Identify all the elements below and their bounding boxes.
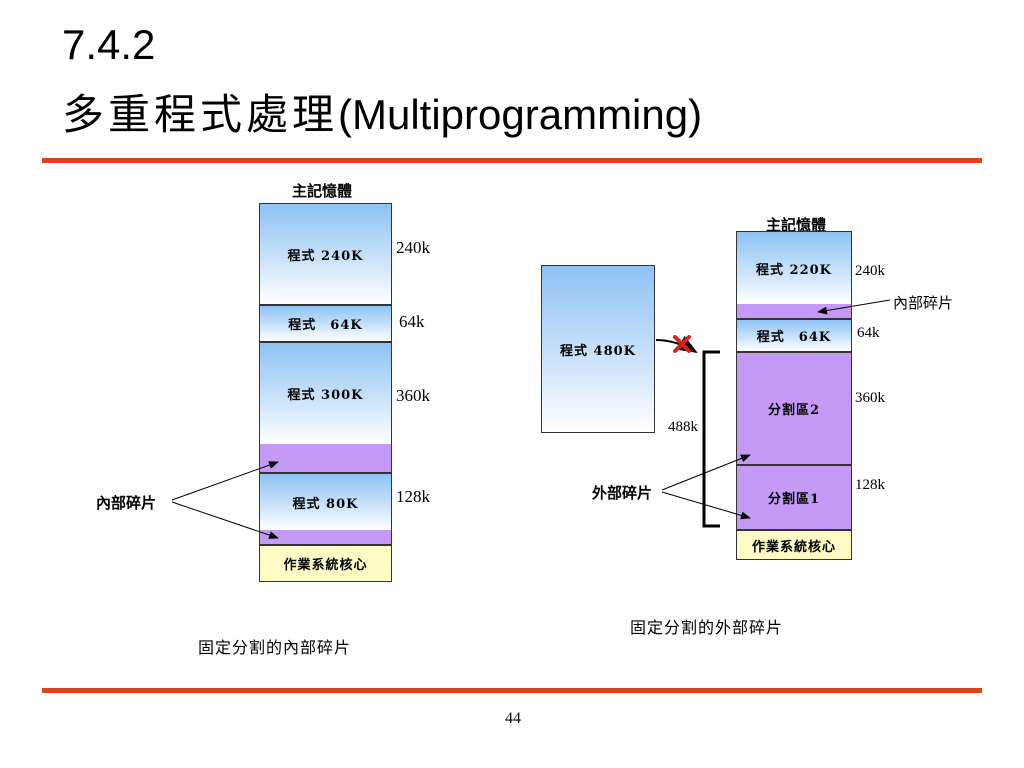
left-size-128k: 128k <box>396 487 430 506</box>
left-size-64k: 64k <box>399 312 425 331</box>
right-size-360k: 360k <box>855 390 885 406</box>
right-block-program-220k: 程式 220K <box>736 231 852 304</box>
left-size-240k: 240k <box>396 238 430 257</box>
right-block-label: 作業系統核心 <box>751 539 836 555</box>
right-block-label: 分割區2 <box>767 403 821 418</box>
left-internal-fragment-2 <box>259 530 392 545</box>
top-divider <box>42 158 982 163</box>
left-size-360k: 360k <box>396 386 430 405</box>
right-external-fragment-label: 外部碎片 <box>592 484 653 502</box>
section-number: 7.4.2 <box>62 21 156 68</box>
bottom-divider <box>42 688 982 693</box>
right-caption: 固定分割的外部碎片 <box>630 618 784 637</box>
slide-title: 多重程式處理(Multiprogramming) <box>62 92 702 138</box>
left-block-program-64k: 程式 64K <box>259 305 392 342</box>
free-space-bracket <box>702 350 720 528</box>
right-memory-header: 主記憶體 <box>766 216 827 234</box>
left-block-program-240k: 程式 240K <box>259 203 392 305</box>
title-english: (Multiprogramming) <box>338 91 703 138</box>
left-block-label: 程式 240K <box>287 248 364 264</box>
left-internal-fragment-1 <box>259 444 392 473</box>
left-block-label: 作業系統核心 <box>283 558 368 573</box>
left-caption: 固定分割的內部碎片 <box>198 638 352 657</box>
right-block-program-64k: 程式 64K <box>736 319 852 352</box>
left-fragment-arrow-lower <box>171 501 279 539</box>
left-internal-fragment-label: 內部碎片 <box>96 494 157 512</box>
reject-x-icon <box>673 335 691 353</box>
left-block-label: 程式 64K <box>288 318 363 333</box>
right-internal-fragment-arrow <box>817 299 891 315</box>
right-partition-1: 分割區1 <box>736 465 852 530</box>
external-fragment-arrow-lower <box>661 491 751 520</box>
right-internal-fragment-label: 內部碎片 <box>893 294 954 312</box>
right-partition-2: 分割區2 <box>736 352 852 465</box>
left-block-label: 程式 80K <box>292 496 359 512</box>
right-block-label: 程式 220K <box>756 262 832 278</box>
left-block-program-300k: 程式 300K <box>259 342 392 444</box>
incoming-program-480k: 程式 480K <box>541 265 655 433</box>
left-block-program-80k: 程式 80K <box>259 473 392 530</box>
right-block-label: 程式 64K <box>756 330 832 345</box>
external-fragment-arrow-upper <box>661 454 751 491</box>
title-chinese: 多重程式處理 <box>62 90 339 139</box>
incoming-program-label: 程式 480K <box>560 343 636 359</box>
incoming-program-arrow <box>655 335 698 354</box>
right-block-label: 分割區1 <box>767 492 821 507</box>
right-block-os-kernel: 作業系統核心 <box>736 530 852 560</box>
left-block-os-kernel: 作業系統核心 <box>259 545 392 582</box>
right-size-64k: 64k <box>857 325 880 341</box>
free-total-488k: 488k <box>668 419 698 435</box>
left-fragment-arrow-upper <box>171 461 279 501</box>
right-size-128k: 128k <box>855 477 885 493</box>
right-size-240k: 240k <box>855 263 885 279</box>
page-number: 44 <box>505 710 521 727</box>
left-block-label: 程式 300K <box>287 388 364 403</box>
left-memory-header: 主記憶體 <box>292 182 353 200</box>
